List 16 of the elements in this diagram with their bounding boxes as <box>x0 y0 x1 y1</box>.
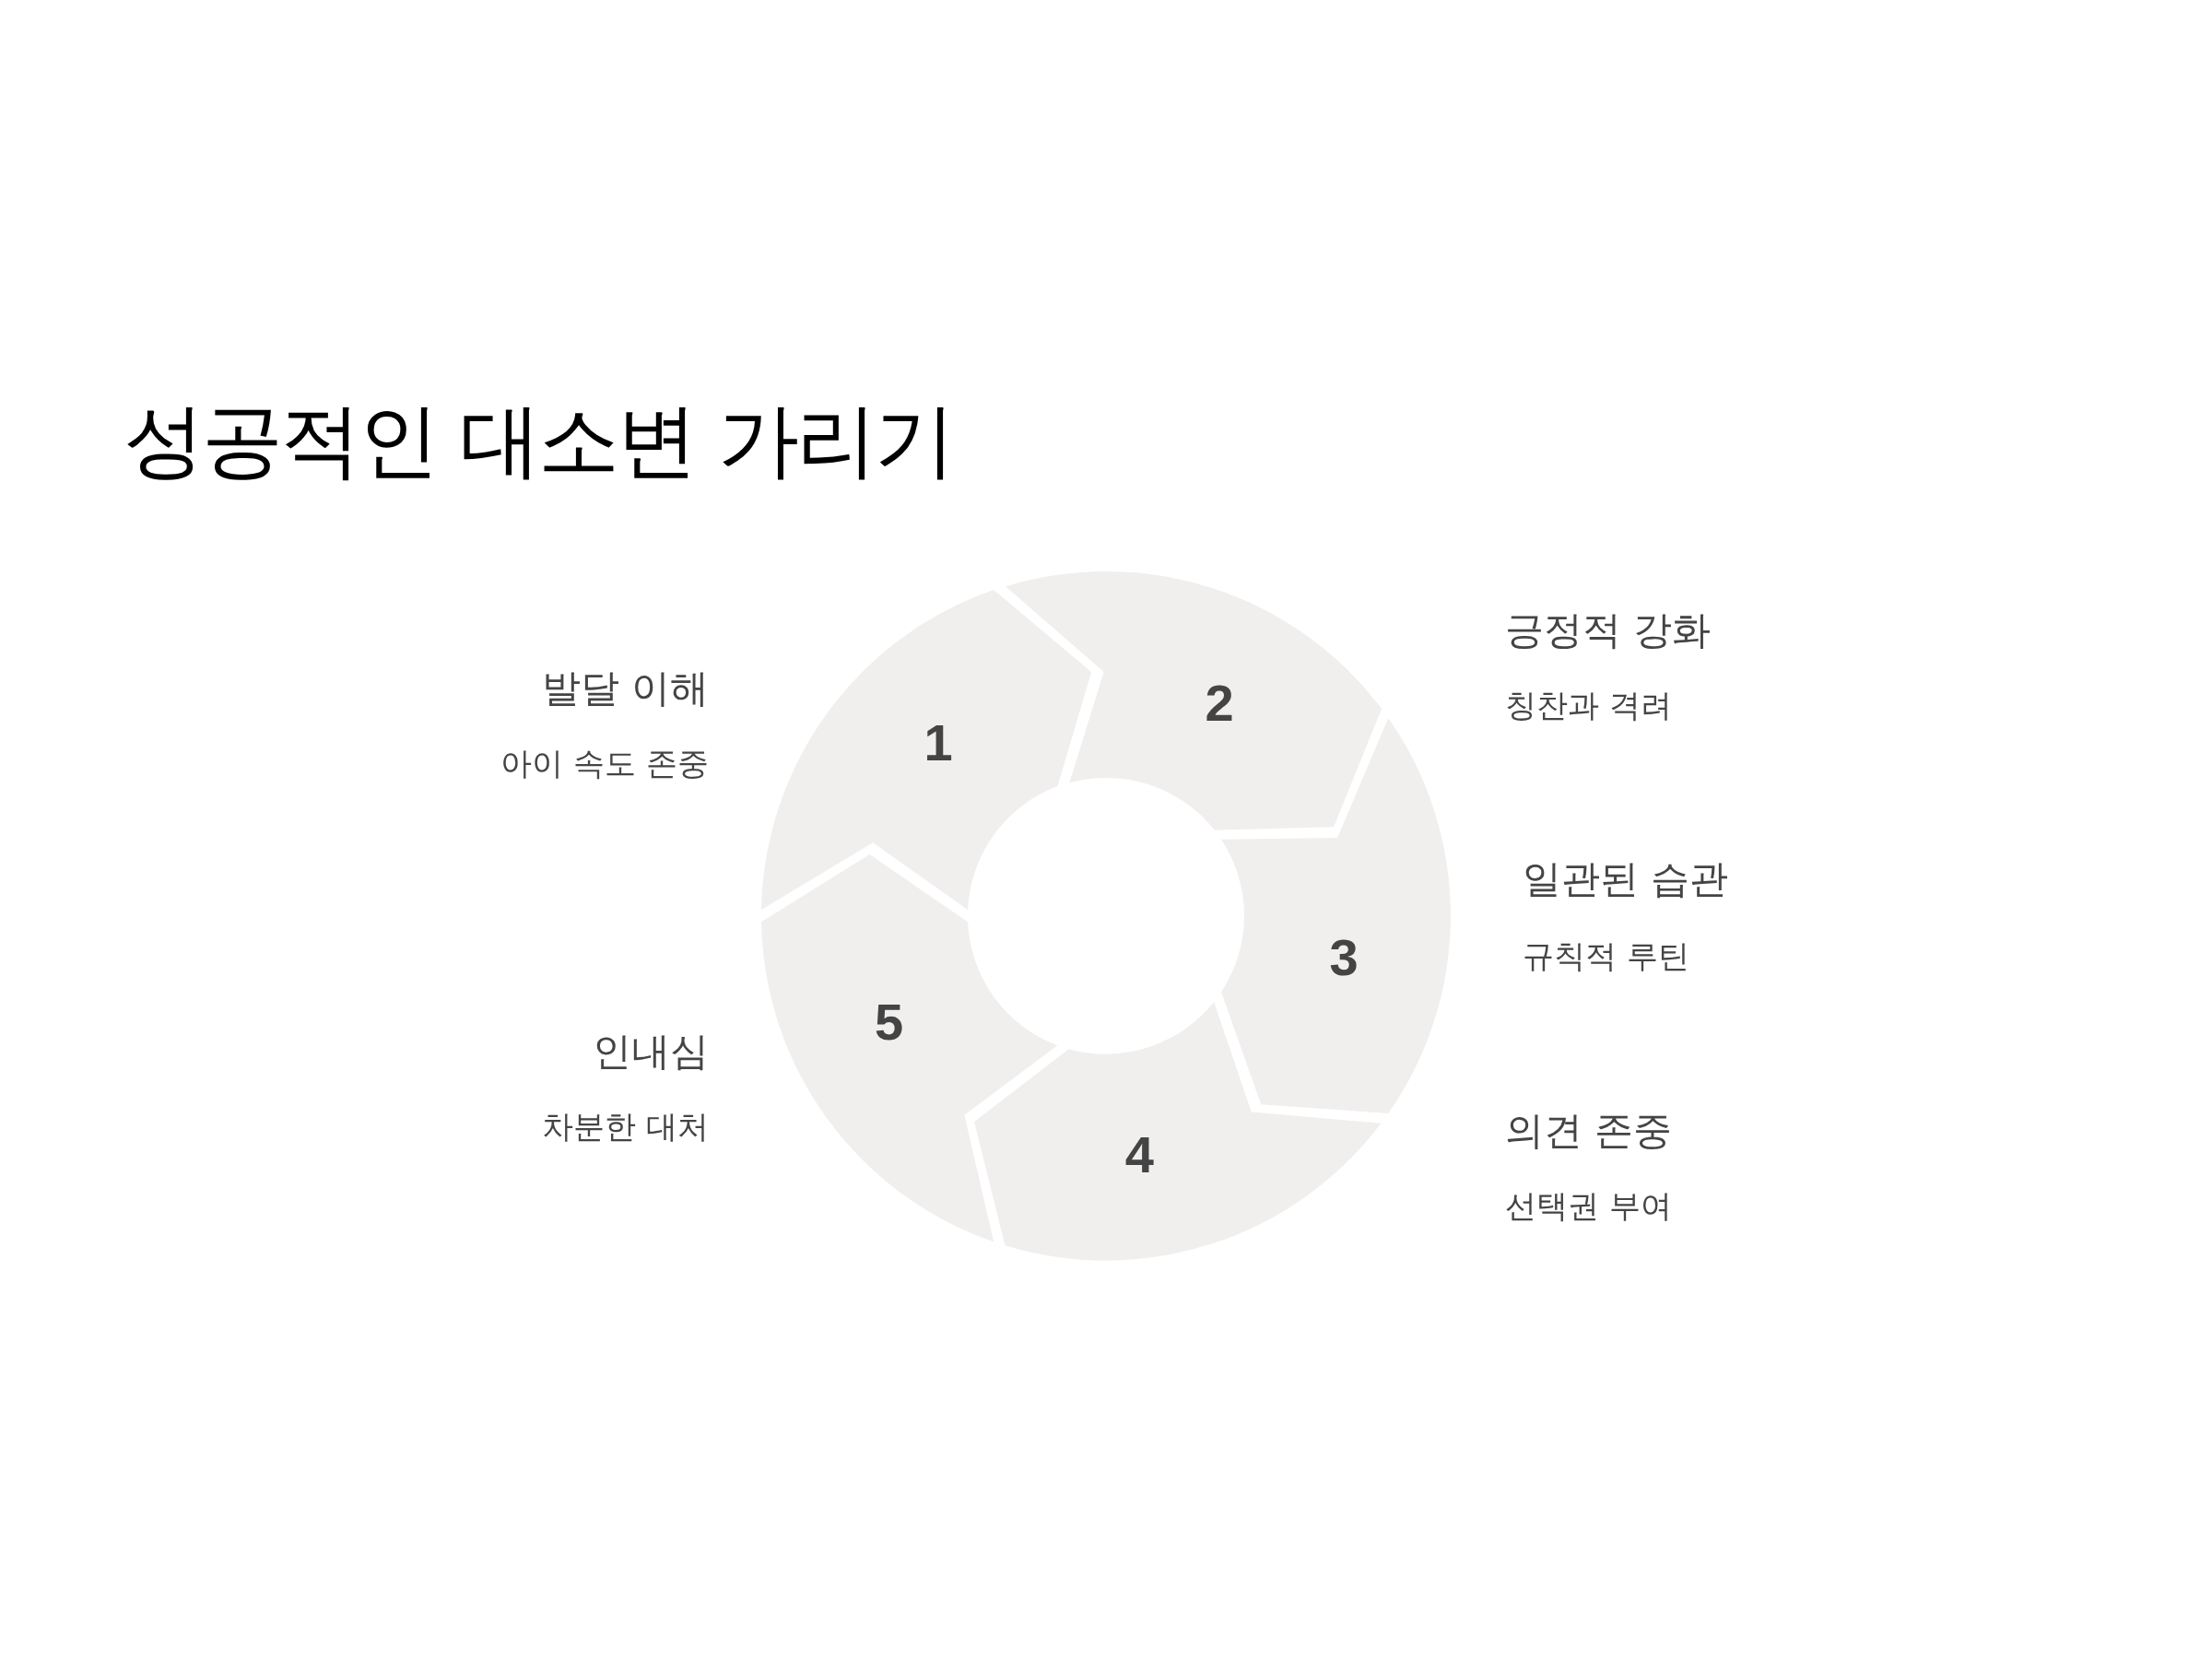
step-number: 4 <box>1124 1129 1154 1182</box>
step-number: 2 <box>1205 677 1234 729</box>
step-heading: 인내심 <box>593 1028 709 1076</box>
step-description: 규칙적 루틴 <box>1523 936 1689 975</box>
step-description: 차분한 대처 <box>542 1107 709 1146</box>
step-heading: 발달 이해 <box>541 665 709 712</box>
step-heading: 의견 존중 <box>1505 1107 1673 1155</box>
title: 성공적인 대소변 가리기 <box>124 391 953 489</box>
step-number: 5 <box>874 995 904 1048</box>
step-description: 선택권 부여 <box>1505 1186 1672 1225</box>
step-description: 칭찬과 격려 <box>1505 686 1672 724</box>
step-number: 3 <box>1329 932 1359 984</box>
step-heading: 긍정적 강화 <box>1505 606 1712 654</box>
step-heading: 일관된 습관 <box>1523 855 1729 903</box>
step-number: 1 <box>924 716 953 769</box>
step-description: 아이 속도 존중 <box>500 744 709 782</box>
